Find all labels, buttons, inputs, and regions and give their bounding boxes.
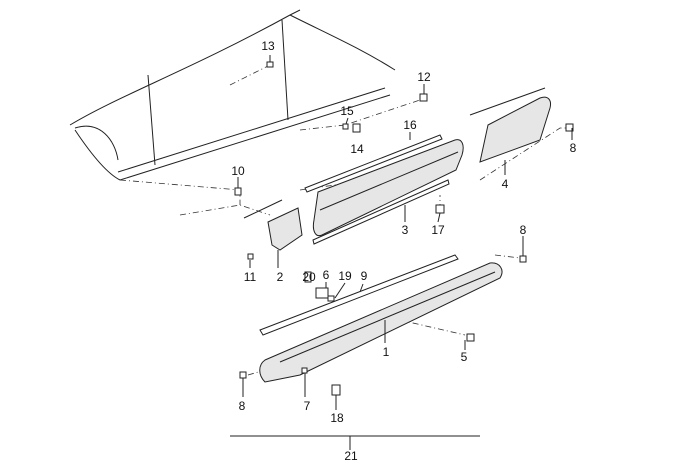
callout-15: 15 xyxy=(340,104,354,118)
callout-12: 12 xyxy=(417,70,431,84)
callout-11: 11 xyxy=(243,270,257,284)
callout-8-rear: 8 xyxy=(569,141,577,155)
callout-5: 5 xyxy=(460,350,468,364)
callout-7: 7 xyxy=(303,399,311,413)
callout-13: 13 xyxy=(261,39,275,53)
callout-8-front: 8 xyxy=(238,399,246,413)
callout-21: 21 xyxy=(344,449,358,461)
callout-16: 16 xyxy=(403,118,417,132)
callout-18: 18 xyxy=(330,411,344,425)
front-trim-2 xyxy=(267,207,303,251)
callout-lines xyxy=(230,55,573,450)
callout-19: 19 xyxy=(338,269,352,283)
callout-8-sill: 8 xyxy=(519,223,527,237)
callout-6: 6 xyxy=(322,268,330,282)
callout-3: 3 xyxy=(401,223,409,237)
callout-9: 9 xyxy=(360,269,368,283)
callout-4: 4 xyxy=(501,177,509,191)
door-moulding-3 xyxy=(312,139,464,237)
callout-20: 20 xyxy=(302,270,316,284)
callout-1: 1 xyxy=(382,345,390,359)
callout-10: 10 xyxy=(231,164,245,178)
car-body-outline xyxy=(69,9,396,181)
rear-trim-4 xyxy=(479,96,551,163)
callout-2: 2 xyxy=(276,270,284,284)
sill-strip-9 xyxy=(259,254,459,336)
callout-14: 14 xyxy=(350,142,364,156)
moulding-strip-16 xyxy=(304,134,443,193)
side-sill-1 xyxy=(259,262,503,383)
callout-17: 17 xyxy=(431,223,445,237)
